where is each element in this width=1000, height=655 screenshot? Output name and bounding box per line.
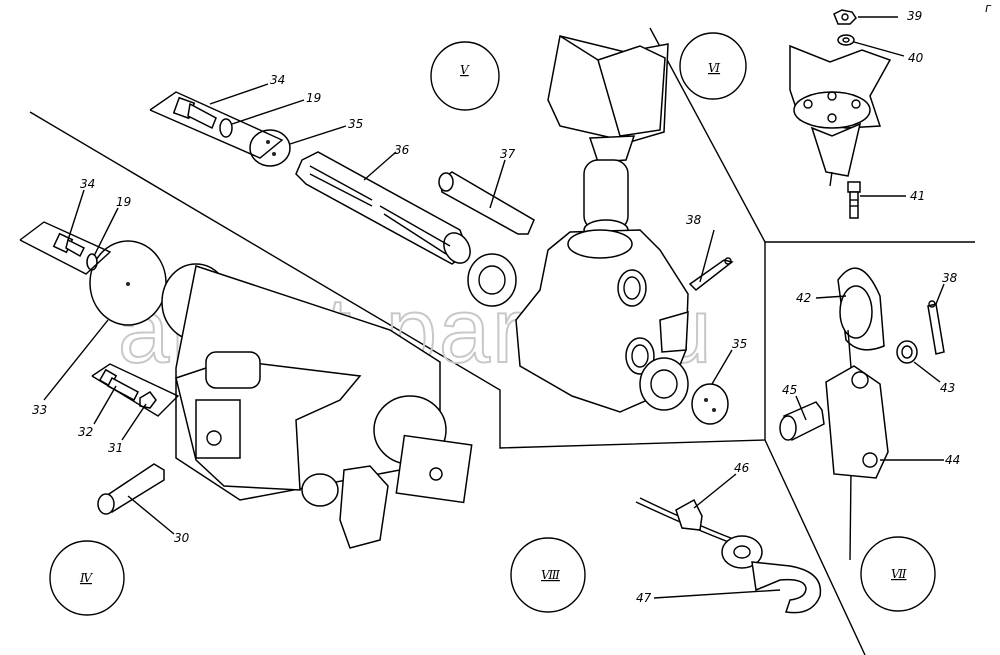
part-bolt-34b — [52, 232, 86, 258]
part-valve-body — [467, 229, 689, 413]
callout-box-left — [19, 221, 112, 275]
label-47: 47 — [636, 591, 652, 605]
part-thimble-42 — [837, 267, 885, 561]
part-link-44 — [825, 365, 889, 479]
part-pin-38b — [927, 300, 945, 355]
part-nut-31 — [139, 391, 157, 409]
section-circle-vi: Ⅵ — [679, 32, 747, 100]
label-38-right: 38 — [942, 271, 958, 285]
label-44: 44 — [945, 453, 960, 467]
section-dividers — [29, 27, 975, 655]
corner-mark: г — [985, 1, 992, 15]
label-31: 31 — [108, 441, 123, 455]
label-19-upper: 19 — [306, 91, 321, 105]
label-42: 42 — [796, 291, 811, 305]
section-label-vii: Ⅶ — [891, 567, 907, 581]
label-32: 32 — [78, 425, 93, 439]
part-washer-19a — [219, 118, 233, 138]
part-bracket-flange — [789, 44, 892, 187]
callout-box-lower — [91, 363, 180, 417]
label-19-left: 19 — [116, 195, 131, 209]
label-30: 30 — [174, 531, 190, 545]
label-35-right: 35 — [732, 337, 747, 351]
part-hook-47 — [721, 535, 822, 614]
part-number-labels: 39 40 41 34 19 35 36 37 38 34 19 33 32 3… — [32, 1, 992, 605]
section-label-viii: Ⅷ — [541, 568, 561, 582]
part-disk-33 — [89, 240, 167, 326]
section-circle-viii: Ⅷ — [510, 537, 586, 613]
part-pin-30 — [97, 463, 165, 515]
label-35-upper: 35 — [348, 117, 363, 131]
section-label-v: Ⅴ — [460, 63, 470, 77]
label-43: 43 — [940, 381, 955, 395]
label-39: 39 — [907, 9, 922, 23]
part-housing — [161, 263, 473, 549]
part-disk-35a — [249, 129, 291, 167]
label-37: 37 — [500, 147, 516, 161]
part-washer-43 — [896, 340, 918, 364]
label-33: 33 — [32, 403, 47, 417]
label-46: 46 — [734, 461, 750, 475]
section-circle-v: Ⅴ — [430, 41, 500, 111]
label-34-upper: 34 — [270, 73, 285, 87]
label-41: 41 — [910, 189, 925, 203]
part-washer-40 — [837, 34, 855, 46]
callout-box-upper — [149, 91, 284, 159]
leader-lines — [43, 16, 945, 599]
part-bolt-34a — [172, 96, 217, 130]
part-disk-35b — [691, 383, 729, 425]
section-label-vi: Ⅵ — [708, 61, 721, 75]
part-pin-38a — [688, 257, 734, 291]
section-circle-iv: Ⅳ — [49, 540, 125, 616]
label-40: 40 — [908, 51, 924, 65]
part-pin-37 — [438, 171, 535, 235]
part-bolt-41 — [847, 181, 861, 219]
label-38-middle: 38 — [686, 213, 702, 227]
label-45: 45 — [782, 383, 797, 397]
section-label-iv: Ⅳ — [79, 571, 94, 585]
part-nut-39 — [833, 9, 857, 25]
part-pin-45 — [779, 401, 825, 442]
label-36: 36 — [394, 143, 410, 157]
part-top-block — [547, 35, 669, 241]
label-34-left: 34 — [80, 177, 95, 191]
section-circle-vii: Ⅶ — [860, 536, 936, 612]
part-shaft-36 — [295, 151, 471, 265]
